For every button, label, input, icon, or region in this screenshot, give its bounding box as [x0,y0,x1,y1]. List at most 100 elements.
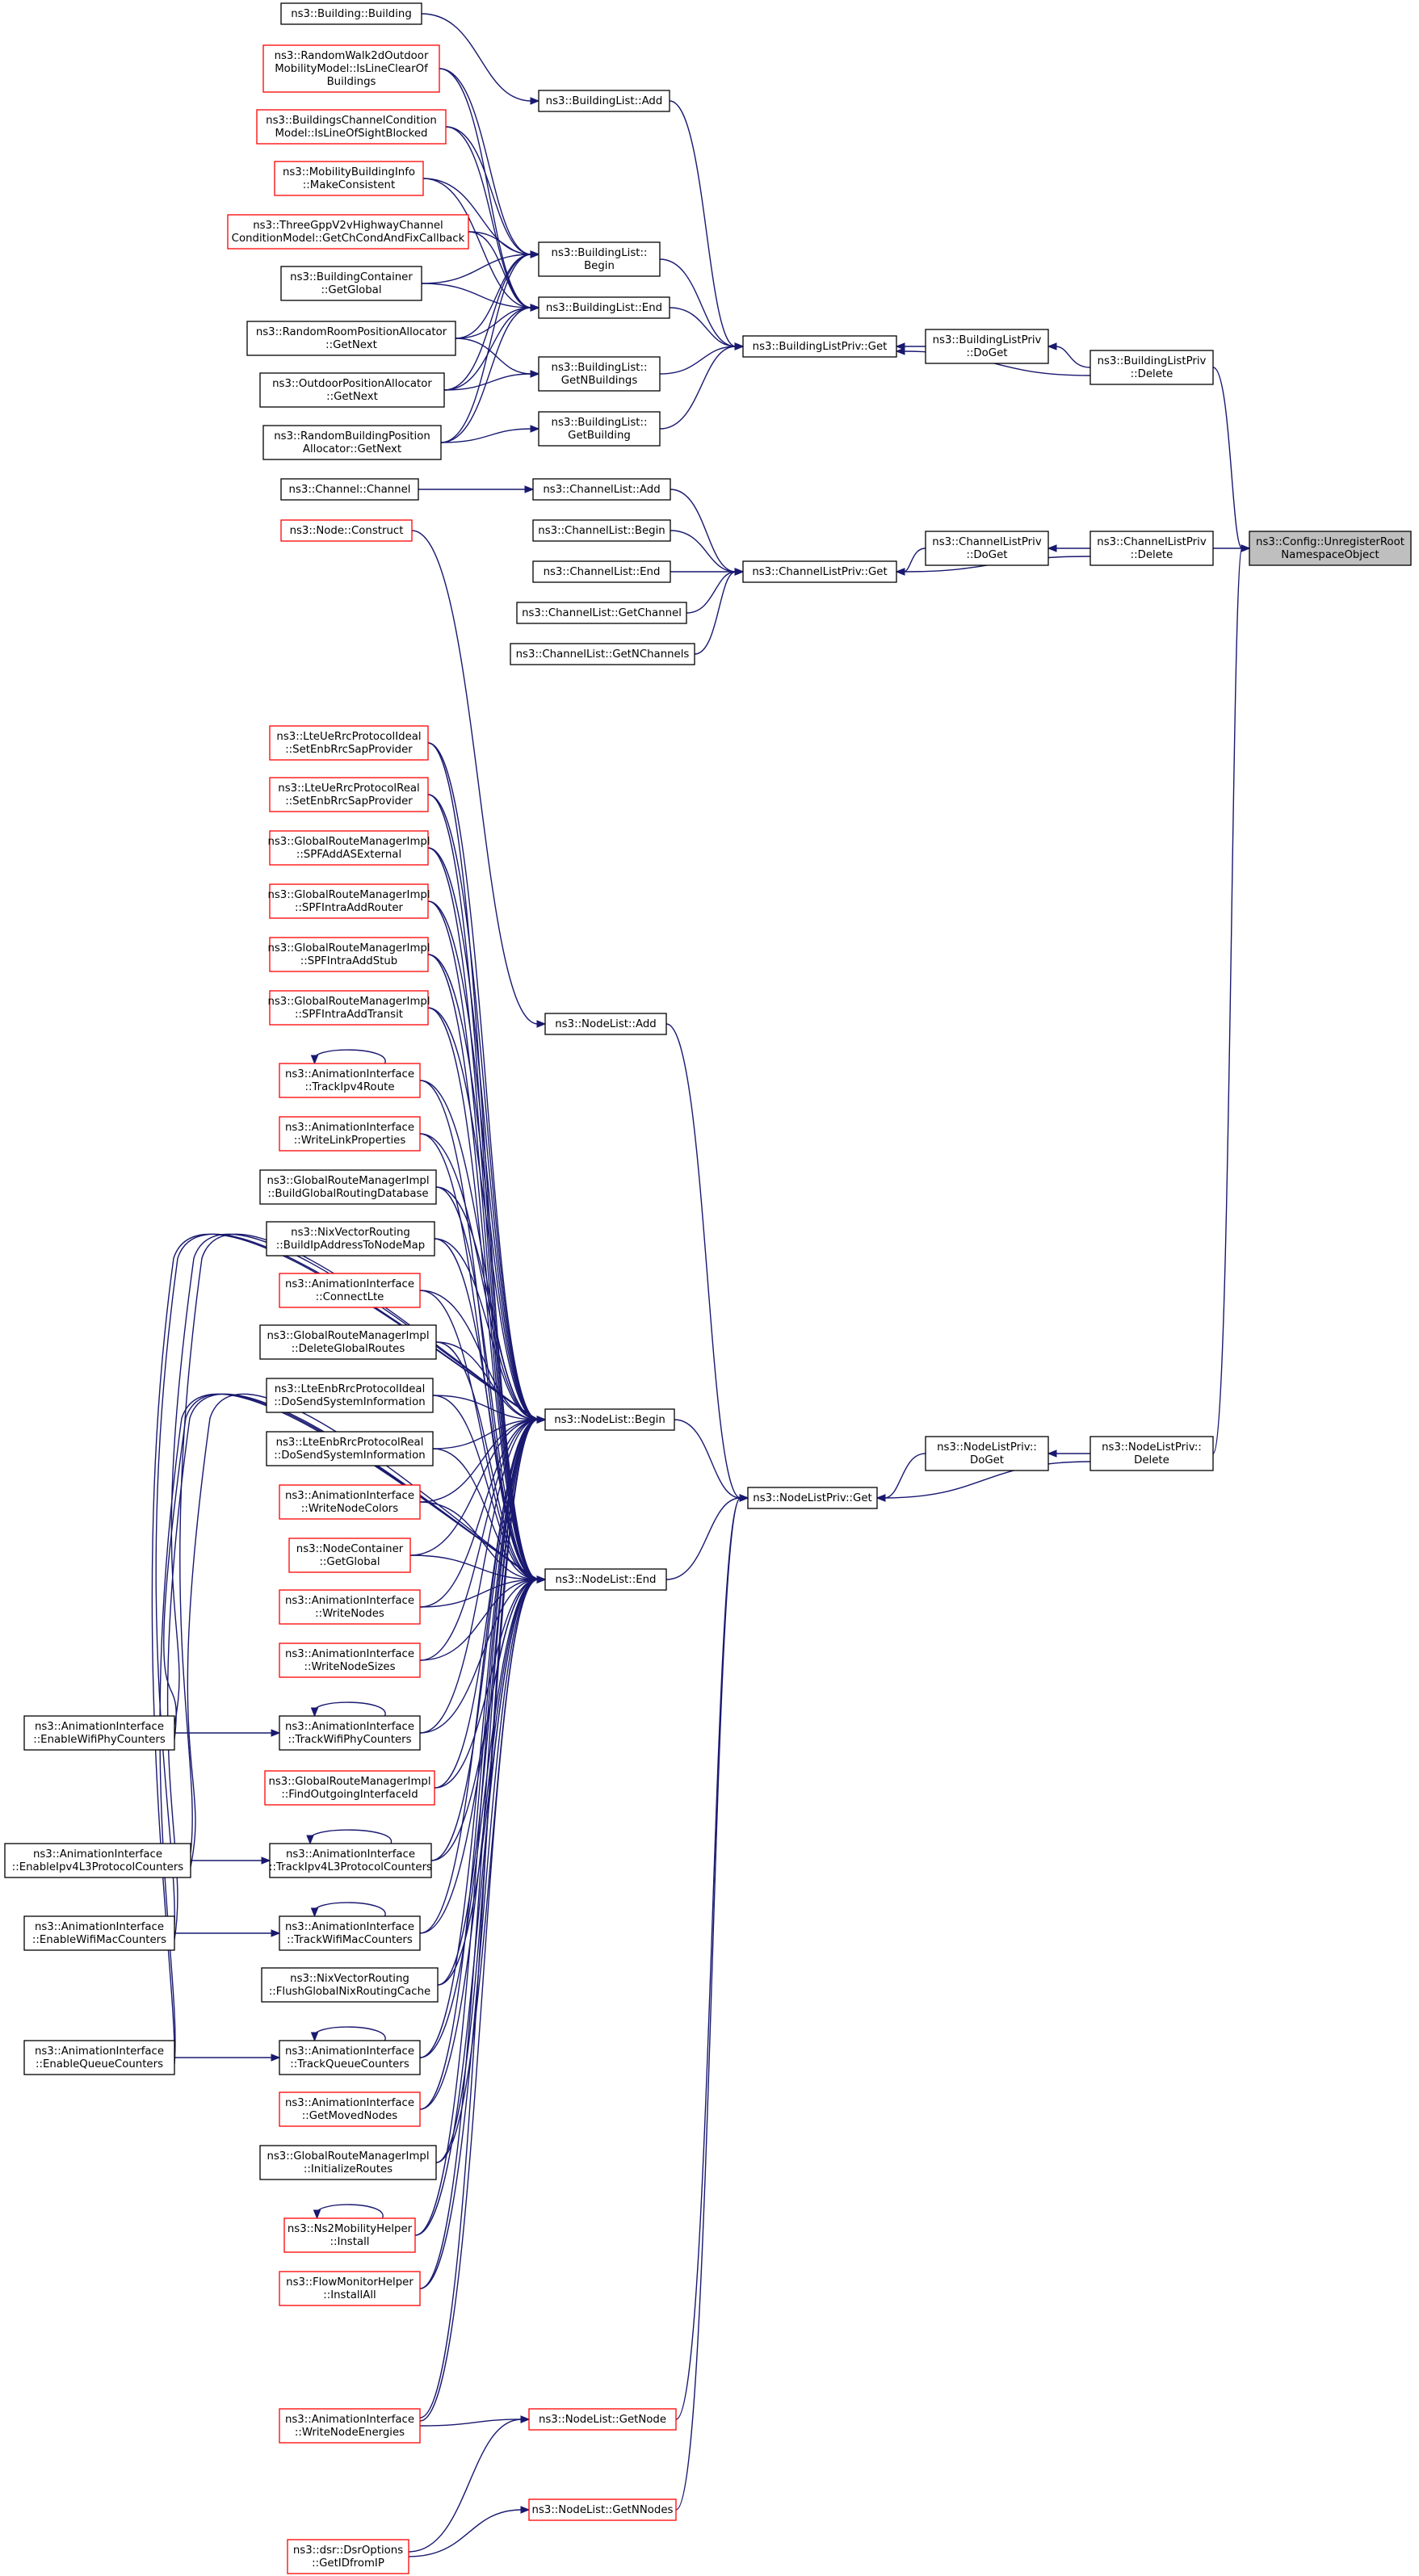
node-ai-connect-lte[interactable]: ns3::AnimationInterface::ConnectLte [279,1273,421,1308]
call-edge-ch-list-begin-to-ch-list-priv-get [670,530,745,576]
node-flow-install-all[interactable]: ns3::FlowMonitorHelper::InstallAll [279,2271,421,2306]
node-nix-build-ip[interactable]: ns3::NixVectorRouting::BuildIpAddressToN… [266,1221,435,1257]
node-ai-enable-ipv4-l3[interactable]: ns3::AnimationInterface::EnableIpv4L3Pro… [4,1843,191,1878]
node-ai-track-wifi-mac[interactable]: ns3::AnimationInterface::TrackWifiMacCou… [279,1915,421,1951]
node-ch-list-begin[interactable]: ns3::ChannelList::Begin [532,519,671,542]
node-rand-room-get-next[interactable]: ns3::RandomRoomPositionAllocator::GetNex… [246,321,456,356]
edge-line [427,742,539,1420]
node-label-line: ::TrackIpv4Route [304,1081,394,1093]
node-box [279,1643,421,1678]
node-label-line: ::EnableQueueCounters [36,2058,163,2070]
edge-line [419,1579,539,2289]
edge-arrowhead [271,1729,281,1737]
node-ai-enable-wifi-phy[interactable]: ns3::AnimationInterface::EnableWifiPhyCo… [23,1715,175,1751]
node-node-construct[interactable]: ns3::Node::Construct [280,519,413,542]
node-box [925,1436,1049,1471]
node-node-list-begin[interactable]: ns3::NodeList::Begin [544,1408,675,1431]
node-bld-list-get-building[interactable]: ns3::BuildingList::GetBuilding [538,411,661,447]
node-grm-build-global-db[interactable]: ns3::GlobalRouteManagerImpl::BuildGlobal… [259,1169,437,1205]
node-box [266,1378,434,1413]
node-ch-list-get-channel[interactable]: ns3::ChannelList::GetChannel [516,602,687,624]
node-ai-track-wifi-phy[interactable]: ns3::AnimationInterface::TrackWifiPhyCou… [279,1715,421,1751]
node-box [259,372,445,408]
node-bld-list-priv-do-get[interactable]: ns3::BuildingListPriv::DoGet [925,329,1049,364]
node-label-line: ::InitializeRoutes [304,2163,393,2175]
node-lte-enb-ideal[interactable]: ns3::LteEnbRrcProtocolIdeal::DoSendSyste… [266,1378,434,1413]
node-bld-list-priv-delete[interactable]: ns3::BuildingListPriv::Delete [1089,350,1214,385]
node-ai-enable-wifi-mac[interactable]: ns3::AnimationInterface::EnableWifiMacCo… [23,1915,175,1951]
node-bld-list-get-n[interactable]: ns3::BuildingList::GetNBuildings [538,356,661,392]
node-ai-write-nodes[interactable]: ns3::AnimationInterface::WriteNodes [279,1589,421,1625]
call-edge-rand-bld-get-next-to-bld-list-end [440,304,540,443]
node-label-line: ::WriteNodeSizes [304,1661,396,1673]
node-bld-container-get-global[interactable]: ns3::BuildingContainer::GetGlobal [280,266,422,301]
node-ai-get-moved[interactable]: ns3::AnimationInterface::GetMovedNodes [279,2091,421,2127]
node-ai-track-ipv4-l3[interactable]: ns3::AnimationInterface::TrackIpv4L3Prot… [269,1843,432,1878]
edge-line [419,1579,539,1934]
node-ai-track-queue[interactable]: ns3::AnimationInterface::TrackQueueCount… [279,2040,421,2075]
node-ch-list-priv-delete[interactable]: ns3::ChannelListPriv::Delete [1089,531,1214,566]
node-ch-list-priv-do-get[interactable]: ns3::ChannelListPriv::DoGet [925,531,1049,566]
edge-line [455,307,532,339]
node-bld-chan-line-blocked[interactable]: ns3::BuildingsChannelConditionModel::IsL… [256,109,447,145]
node-grm-spf-stub[interactable]: ns3::GlobalRouteManagerImpl::SPFIntraAdd… [267,937,430,972]
node-rw2d-line-clear[interactable]: ns3::RandomWalk2dOutdoorMobilityModel::I… [262,44,440,93]
node-ch-list-get-n[interactable]: ns3::ChannelList::GetNChannels [510,643,695,665]
node-bld-list-begin[interactable]: ns3::BuildingList::Begin [538,241,661,277]
node-label-line: Model::IsLineOfSightBlocked [275,128,428,140]
node-bld-list-add[interactable]: ns3::BuildingList::Add [538,90,670,112]
node-ch-list-end[interactable]: ns3::ChannelList::End [532,560,671,583]
node-ai-write-node-energies[interactable]: ns3::AnimationInterface::WriteNodeEnergi… [279,2408,421,2444]
node-grm-spf-transit[interactable]: ns3::GlobalRouteManagerImpl::SPFIntraAdd… [267,990,430,1026]
node-node-list-priv-do-get[interactable]: ns3::NodeListPriv::DoGet [925,1436,1049,1471]
node-lte-ue-ideal[interactable]: ns3::LteUeRrcProtocolIdeal::SetEnbRrcSap… [269,725,429,761]
node-building-building[interactable]: ns3::Building::Building [280,2,422,25]
node-node-list-get-n[interactable]: ns3::NodeList::GetNNodes [528,2498,677,2521]
node-bld-list-end[interactable]: ns3::BuildingList::End [538,296,670,319]
edge-line [427,794,539,1420]
node-ch-list-add[interactable]: ns3::ChannelList::Add [532,478,671,501]
node-grm-spf-add-as[interactable]: ns3::GlobalRouteManagerImpl::SPFAddASExt… [267,830,430,866]
node-rand-bld-get-next[interactable]: ns3::RandomBuildingPositionAllocator::Ge… [262,425,442,460]
node-root[interactable]: ns3::Config::UnregisterRootNamespaceObje… [1249,531,1412,566]
node-label-line: Allocator::GetNext [303,443,401,455]
node-box [4,1843,191,1878]
call-edge-ns2-install-to-node-list-end [414,1575,547,2236]
node-ai-write-link-props[interactable]: ns3::AnimationInterface::WriteLinkProper… [279,1116,421,1152]
node-node-list-get-node[interactable]: ns3::NodeList::GetNode [528,2408,677,2431]
node-three-gpp-get-ch[interactable]: ns3::ThreeGppV2vHighwayChannelConditionM… [227,214,469,250]
node-label-line: ns3::dsr::DsrOptions [293,2545,403,2557]
node-node-list-end[interactable]: ns3::NodeList::End [544,1568,667,1591]
node-node-list-priv-get[interactable]: ns3::NodeListPriv::Get [747,1487,878,1509]
node-mob-bld-make-consistent[interactable]: ns3::MobilityBuildingInfo::MakeConsisten… [274,161,424,196]
node-node-list-priv-delete[interactable]: ns3::NodeListPriv::Delete [1089,1436,1214,1471]
edge-line [419,1290,539,1580]
node-box [266,1221,435,1257]
node-ai-write-node-colors[interactable]: ns3::AnimationInterface::WriteNodeColors [279,1484,421,1520]
node-ai-track-ipv4-route[interactable]: ns3::AnimationInterface::TrackIpv4Route [279,1063,421,1098]
edge-line [440,254,532,443]
node-node-list-add[interactable]: ns3::NodeList::Add [544,1013,667,1035]
edge-line [434,1238,539,1420]
call-edge-node-list-add-to-node-list-priv-get [665,1023,749,1502]
node-ai-write-node-sizes[interactable]: ns3::AnimationInterface::WriteNodeSizes [279,1643,421,1678]
node-dsr-get-id[interactable]: ns3::dsr::DsrOptions::GetIDfromIP [287,2539,409,2574]
node-nix-flush[interactable]: ns3::NixVectorRouting::FlushGlobalNixRou… [261,1967,439,2003]
node-ch-list-priv-get[interactable]: ns3::ChannelListPriv::Get [742,560,897,583]
node-lte-ue-real[interactable]: ns3::LteUeRrcProtocolReal::SetEnbRrcSapP… [269,777,429,812]
node-lte-enb-real[interactable]: ns3::LteEnbRrcProtocolReal::DoSendSystem… [266,1431,434,1466]
node-ai-enable-queue[interactable]: ns3::AnimationInterface::EnableQueueCoun… [23,2040,175,2075]
edge-line [427,954,539,1580]
node-label-line: ns3::AnimationInterface [285,1595,414,1607]
edge-line [440,307,532,443]
node-channel-channel[interactable]: ns3::Channel::Channel [280,478,419,501]
node-grm-spf-router[interactable]: ns3::GlobalRouteManagerImpl::SPFIntraAdd… [267,883,430,919]
node-outdoor-get-next[interactable]: ns3::OutdoorPositionAllocator::GetNext [259,372,445,408]
node-label-line: ::FlushGlobalNixRoutingCache [269,1986,430,1998]
node-grm-delete-global[interactable]: ns3::GlobalRouteManagerImpl::DeleteGloba… [259,1324,437,1360]
node-node-container-global[interactable]: ns3::NodeContainer::GetGlobal [288,1538,411,1573]
node-grm-find-out-if[interactable]: ns3::GlobalRouteManagerImpl::FindOutgoin… [264,1770,435,1806]
node-ns2-install[interactable]: ns3::Ns2MobilityHelper::Install [283,2217,416,2253]
node-grm-init-routes[interactable]: ns3::GlobalRouteManagerImpl::InitializeR… [259,2145,437,2180]
node-bld-list-priv-get[interactable]: ns3::BuildingListPriv::Get [742,335,897,358]
